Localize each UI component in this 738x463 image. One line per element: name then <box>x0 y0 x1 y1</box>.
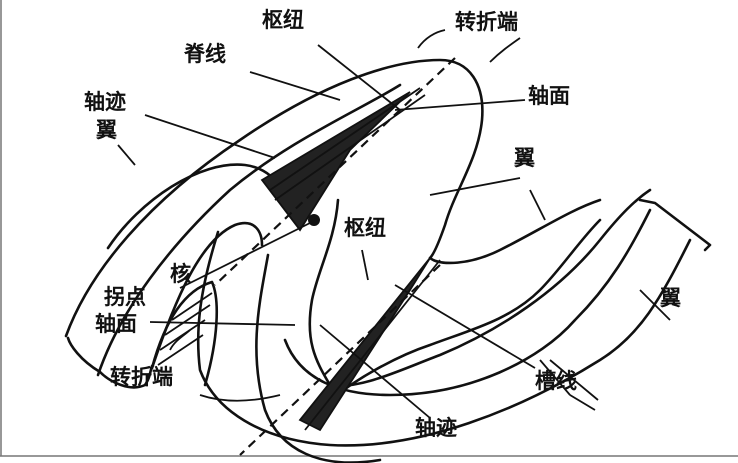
inflection-point-dot <box>308 214 320 226</box>
label-hinge-top: 枢纽 <box>262 8 304 32</box>
middle-fold-curve <box>428 198 602 265</box>
anticline-upper-edge <box>66 336 102 374</box>
right-limb-end <box>638 198 712 252</box>
axial-plane-bottom-hatch <box>298 257 441 432</box>
middle-limb-inner <box>255 253 382 463</box>
label-hinge-middle: 枢纽 <box>344 216 386 240</box>
label-axial-trace-left: 轴迹 <box>84 90 126 114</box>
label-hinge-zone-bottom: 转折端 <box>110 365 173 389</box>
leader-lines <box>117 29 671 419</box>
syncline-inner <box>328 188 652 388</box>
axial-trace-bottom <box>239 264 441 456</box>
label-hinge-zone-top: 转折端 <box>455 10 518 34</box>
label-limb-left: 翼 <box>96 118 117 142</box>
label-core: 核 <box>170 262 191 286</box>
label-limb-right: 翼 <box>660 286 681 310</box>
label-axial-plane-left: 轴面 <box>95 312 137 336</box>
syncline-outer <box>196 230 692 447</box>
syncline-middle <box>283 208 652 397</box>
anticline-outer-surface <box>64 58 484 338</box>
label-limb-middle: 翼 <box>514 146 535 170</box>
middle-limb-left <box>308 198 340 387</box>
label-crest-line: 脊线 <box>184 42 226 66</box>
core-region <box>150 280 219 387</box>
axial-trace-top <box>214 57 456 286</box>
anticline-inner-top <box>96 83 402 377</box>
right-limb-crosslines <box>539 359 599 411</box>
syncline-upper-inner <box>318 218 602 412</box>
anticline-front-edge <box>98 364 154 389</box>
label-axial-trace-bottom: 轴迹 <box>415 416 457 440</box>
label-axial-plane-right: 轴面 <box>528 84 570 108</box>
label-trough-line: 槽线 <box>535 369 577 393</box>
label-inflection-point: 拐点 <box>104 285 146 309</box>
